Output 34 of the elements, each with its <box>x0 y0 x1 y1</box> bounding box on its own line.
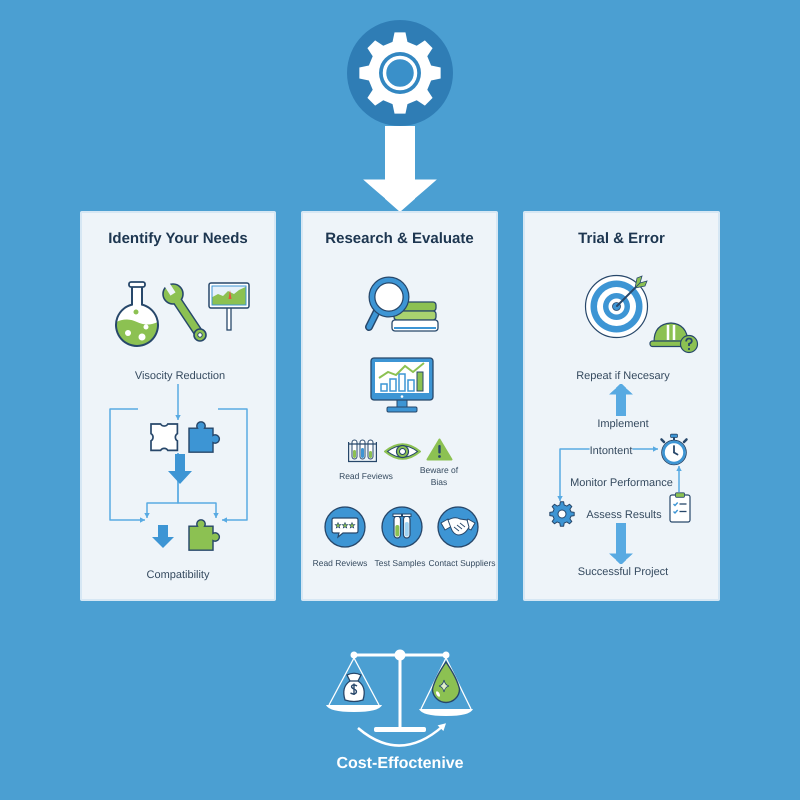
panel-title: Identify Your Needs <box>108 229 248 249</box>
arrow <box>175 384 181 420</box>
icon-caption: Beware of Bias <box>418 464 460 488</box>
block-arrow <box>608 523 634 564</box>
panel-title: Research & Evaluate <box>325 229 474 249</box>
step-panel <box>80 211 276 601</box>
step-label: Assess Results <box>586 507 662 523</box>
step-label: Intontent <box>590 443 632 459</box>
step-panel <box>523 211 720 601</box>
step-label: Implement <box>597 416 649 432</box>
step-label: Repeat if Necesary <box>576 368 670 384</box>
block-arrow <box>362 126 438 211</box>
puzzle-pieces-icon <box>149 420 222 453</box>
caption-text: Cost-Effoctenive <box>336 754 464 774</box>
arrow <box>632 446 658 452</box>
arrow <box>557 448 590 501</box>
icon-caption: Contact Suppliers <box>428 557 496 569</box>
panel-title: Trial & Error <box>578 229 665 249</box>
icon-caption: Read Reviews <box>312 557 368 569</box>
icon-caption: Test Samples <box>374 557 426 569</box>
clipboard-icon <box>669 492 691 523</box>
gear-icon <box>549 501 575 527</box>
step-panel <box>301 211 498 601</box>
step-label: Visocity Reduction <box>134 368 226 384</box>
icon-caption: Read Feviews <box>339 470 393 482</box>
step-label: Successful Project <box>578 564 668 580</box>
arrow <box>676 466 682 492</box>
stopwatch-icon <box>658 433 690 466</box>
gear-icon <box>347 20 453 126</box>
arrow <box>109 408 145 523</box>
step-label: Monitor Performance <box>570 476 673 491</box>
step-label: Compatibility <box>146 568 210 583</box>
block-arrow <box>608 384 634 416</box>
arrow <box>218 408 248 523</box>
